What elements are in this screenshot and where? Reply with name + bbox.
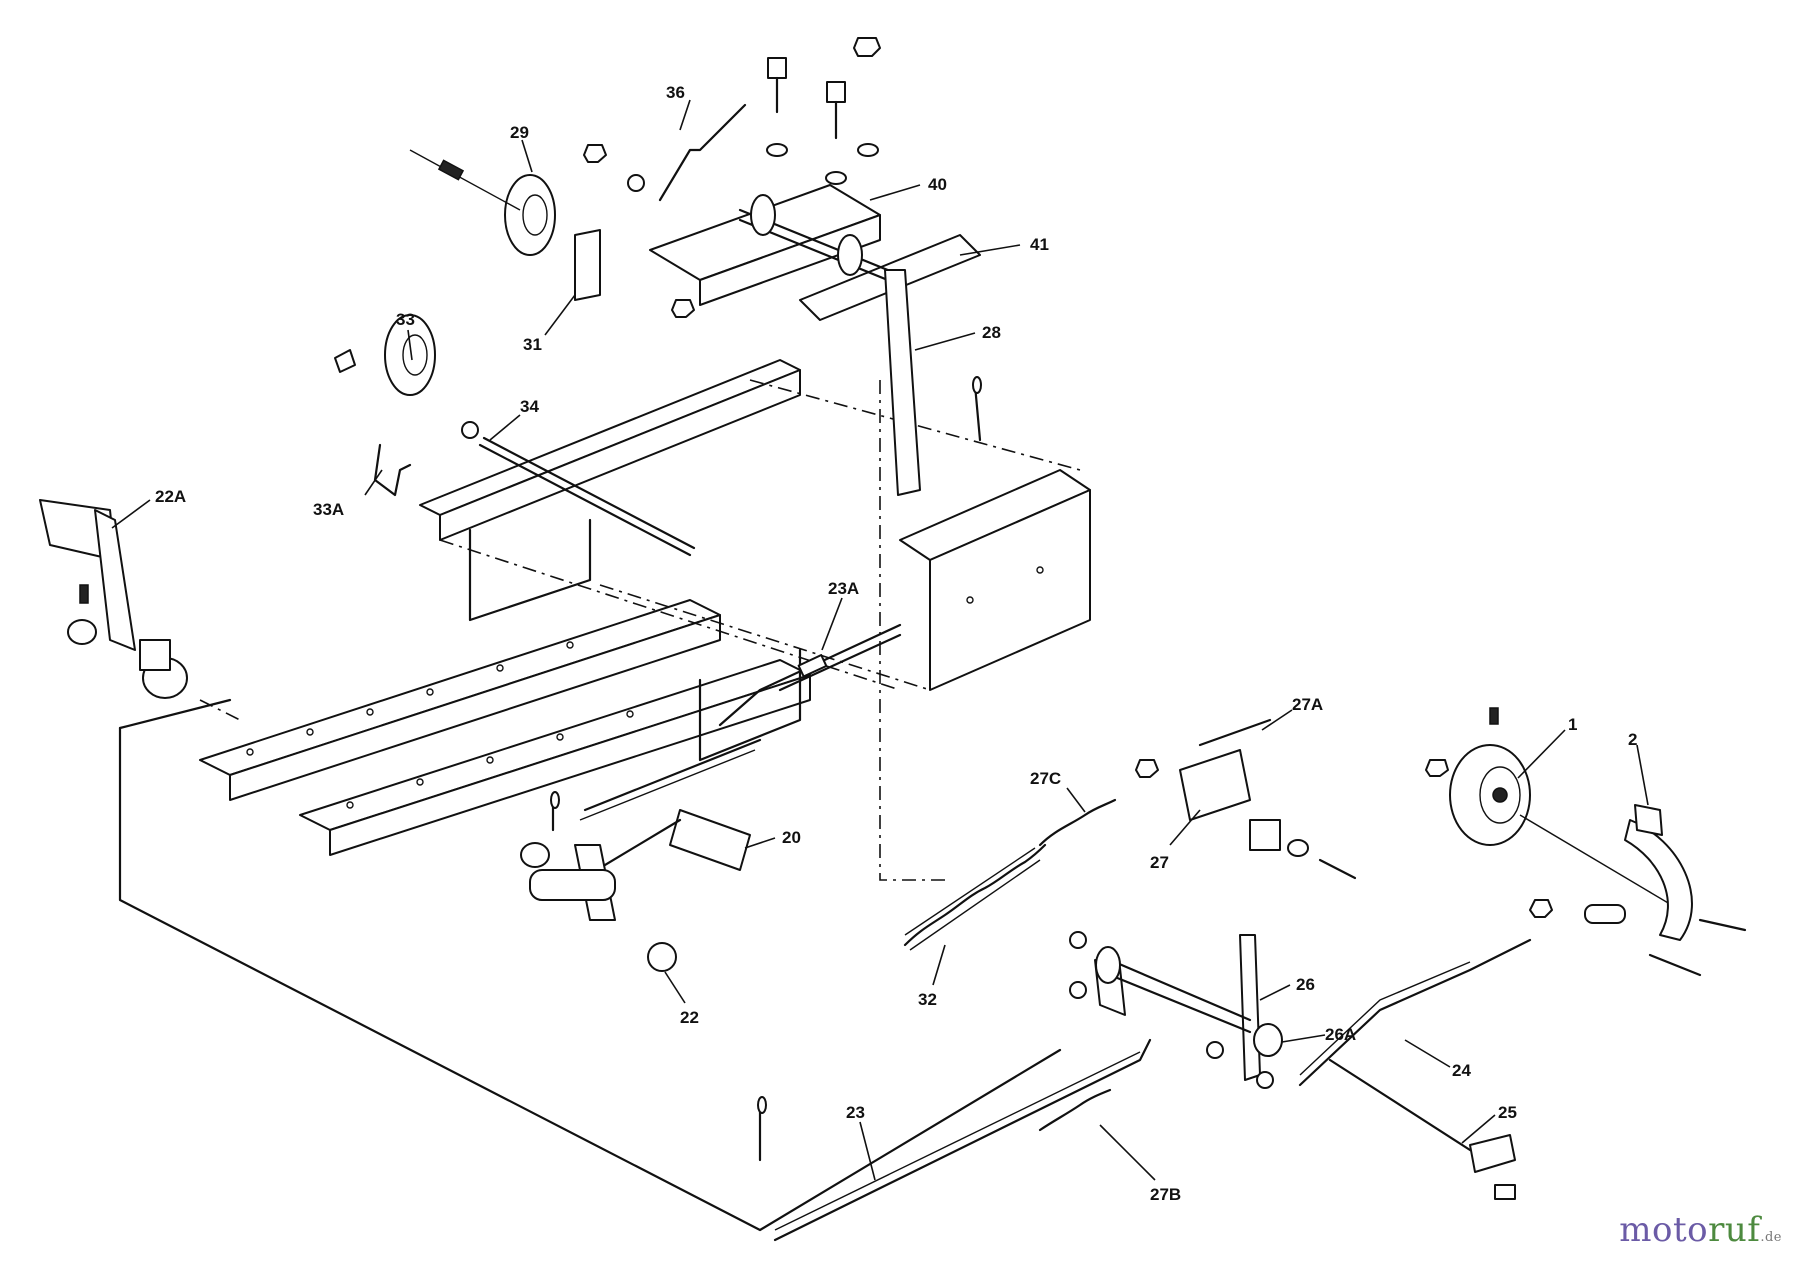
upper-assembly xyxy=(334,37,981,557)
label-27B: 27B xyxy=(1150,1185,1181,1204)
main-frame xyxy=(118,359,1091,1232)
part-labels: 36 29 40 41 31 28 33 34 33A 22A 23A 27A … xyxy=(111,83,1649,1204)
label-2: 2 xyxy=(1628,730,1637,749)
pedal-22a-assembly xyxy=(39,499,188,699)
watermark-logo: motoruf.de xyxy=(1619,1210,1782,1250)
label-1: 1 xyxy=(1568,715,1577,734)
watermark-part3: .de xyxy=(1760,1230,1782,1245)
cotter-pins xyxy=(550,376,982,1162)
label-23A: 23A xyxy=(828,579,859,598)
label-26: 26 xyxy=(1296,975,1315,994)
label-24: 24 xyxy=(1452,1061,1471,1080)
label-33A: 33A xyxy=(313,500,344,519)
label-28: 28 xyxy=(982,323,1001,342)
spring-32 xyxy=(903,843,1047,951)
label-23: 23 xyxy=(846,1103,865,1122)
lever-26-assembly xyxy=(1069,931,1283,1089)
label-25: 25 xyxy=(1498,1103,1517,1122)
label-34: 34 xyxy=(520,397,539,416)
label-32: 32 xyxy=(918,990,937,1009)
label-31: 31 xyxy=(523,335,542,354)
rod-24 xyxy=(1298,938,1532,1087)
bracket-2-assembly xyxy=(1529,804,1747,977)
pedal-20-assembly xyxy=(520,738,762,972)
watermark-part2: ruf xyxy=(1708,1210,1761,1250)
label-40: 40 xyxy=(928,175,947,194)
label-27: 27 xyxy=(1150,853,1169,872)
rod-25 xyxy=(1328,1058,1516,1200)
label-29: 29 xyxy=(510,123,529,142)
bracket-27 xyxy=(1135,718,1357,880)
label-33: 33 xyxy=(396,310,415,329)
label-20: 20 xyxy=(782,828,801,847)
label-27C: 27C xyxy=(1030,769,1061,788)
label-36: 36 xyxy=(666,83,685,102)
rod-23 xyxy=(773,1038,1152,1242)
label-22A: 22A xyxy=(155,487,186,506)
spring-27c xyxy=(1038,798,1117,847)
label-26A: 26A xyxy=(1325,1025,1356,1044)
spring-27b xyxy=(1038,1088,1112,1132)
label-27A: 27A xyxy=(1292,695,1323,714)
label-41: 41 xyxy=(1030,235,1049,254)
label-22: 22 xyxy=(680,1008,699,1027)
rod-23a xyxy=(718,623,902,727)
watermark-part1: moto xyxy=(1619,1210,1709,1250)
wheel-1-assembly xyxy=(1425,707,1681,911)
